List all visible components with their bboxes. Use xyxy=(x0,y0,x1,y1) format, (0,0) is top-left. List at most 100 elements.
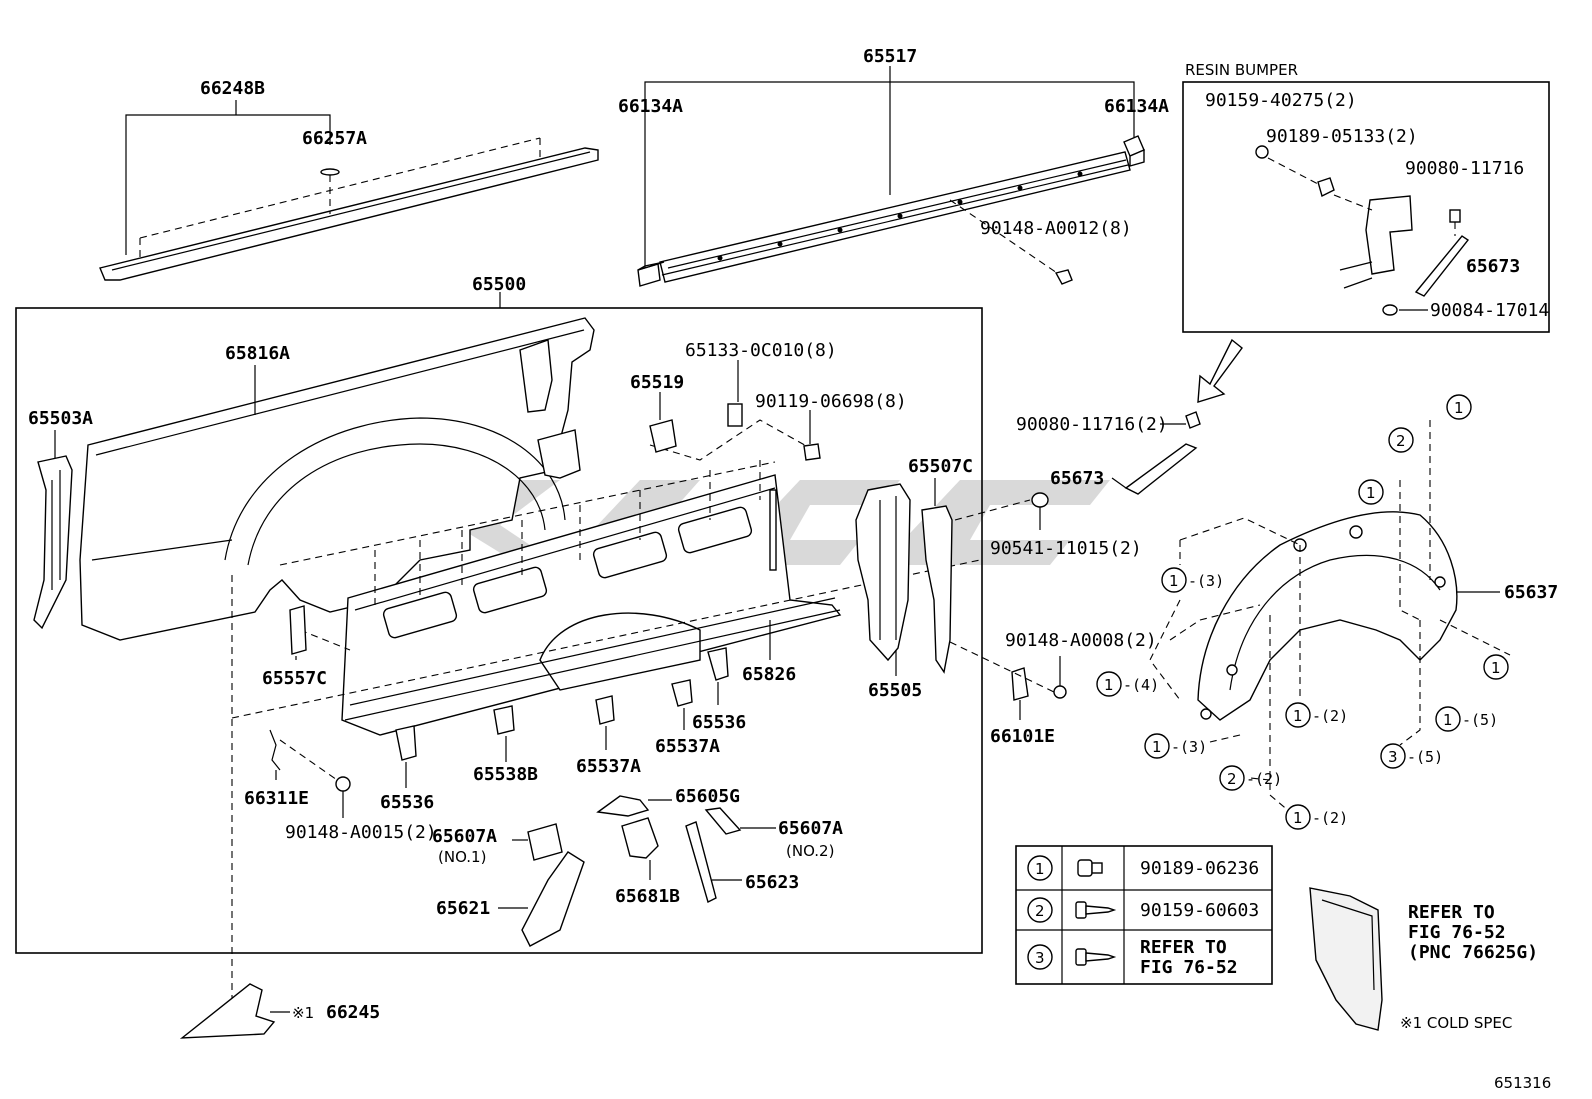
part-66134A-right-cap[interactable] xyxy=(1123,135,1145,167)
leader-66248B xyxy=(125,100,331,255)
label-66134A-right: 66134A xyxy=(1104,96,1169,117)
part-65607A-no2[interactable] xyxy=(704,807,742,835)
label-65133: 65133-0C010(8) xyxy=(685,340,837,361)
svg-text:1: 1 xyxy=(1366,484,1376,502)
label-65621: 65621 xyxy=(436,898,490,919)
part-66248B-rail[interactable] xyxy=(99,137,599,281)
part-65133-nut[interactable] xyxy=(727,403,743,427)
svg-text:2: 2 xyxy=(1396,432,1406,450)
svg-text:1: 1 xyxy=(1454,399,1464,417)
svg-text:-(4): -(4) xyxy=(1123,676,1159,694)
part-65621[interactable] xyxy=(521,851,585,947)
arrow-indicator xyxy=(1197,338,1243,403)
main-assembly-frame xyxy=(15,307,983,954)
label-66311E: 66311E xyxy=(244,788,309,809)
svg-text:1: 1 xyxy=(1443,711,1453,729)
part-90541-nut[interactable] xyxy=(1031,492,1049,508)
part-65673-strap[interactable] xyxy=(1124,443,1198,495)
part-65623[interactable] xyxy=(685,821,717,904)
label-65507C: 65507C xyxy=(908,456,973,477)
refer-note-line2: FIG 76-52 xyxy=(1408,922,1506,943)
label-65605G: 65605G xyxy=(675,786,740,807)
svg-text:1: 1 xyxy=(1169,572,1179,590)
label-90080-11716-2: 90080-11716(2) xyxy=(1016,414,1168,435)
part-65536-left[interactable] xyxy=(395,725,417,761)
part-65537A-mid[interactable] xyxy=(595,695,615,725)
legend-part-2: 90159-60603 xyxy=(1140,900,1259,921)
part-66101E-bracket[interactable] xyxy=(1011,667,1029,701)
svg-text:-(3): -(3) xyxy=(1188,572,1224,590)
svg-text:1: 1 xyxy=(1293,809,1303,827)
label-90148-A0012: 90148-A0012(8) xyxy=(980,218,1132,239)
part-65536-right[interactable] xyxy=(707,647,729,681)
leader-65517 xyxy=(644,66,1135,276)
label-mark1: ※1 xyxy=(292,1004,314,1022)
label-65519: 65519 xyxy=(630,372,684,393)
label-65538B: 65538B xyxy=(473,764,538,785)
label-65500: 65500 xyxy=(472,274,526,295)
screw-icon xyxy=(1075,901,1117,919)
label-66248B: 66248B xyxy=(200,78,265,99)
mud-flap-reference[interactable] xyxy=(1309,887,1383,1031)
label-66101E: 66101E xyxy=(990,726,1055,747)
part-65681B[interactable] xyxy=(621,817,659,859)
legend-num-2: 2 xyxy=(1035,902,1045,920)
svg-text:3: 3 xyxy=(1388,748,1398,766)
label-65673: 65673 xyxy=(1050,468,1104,489)
svg-text:1: 1 xyxy=(1293,707,1303,725)
part-65507C-pillar[interactable] xyxy=(921,505,953,674)
part-65517-rail[interactable] xyxy=(659,151,1131,283)
part-65519-clip[interactable] xyxy=(649,419,677,453)
legend-num-1: 1 xyxy=(1035,860,1045,878)
part-65537A-right[interactable] xyxy=(671,679,693,707)
label-90148-A0015: 90148-A0015(2) xyxy=(285,822,437,843)
part-65538B-bracket[interactable] xyxy=(493,705,515,735)
part-90119-bolt[interactable] xyxy=(803,443,821,461)
part-65637-liner[interactable] xyxy=(1197,511,1458,721)
dashed-guides-main xyxy=(231,419,981,1000)
refer-note-line3: (PNC 76625G) xyxy=(1408,942,1538,963)
figure-number: 651316 xyxy=(1494,1074,1551,1092)
bolt-icon xyxy=(1075,948,1117,966)
label-65537A-right: 65537A xyxy=(655,736,720,757)
resin-bumper-frame xyxy=(1182,81,1550,333)
svg-text:-(2): -(2) xyxy=(1246,770,1282,788)
label-65623: 65623 xyxy=(745,872,799,893)
part-65816A-side-panel[interactable] xyxy=(79,317,595,641)
label-66245: 66245 xyxy=(326,1002,380,1023)
svg-text:1: 1 xyxy=(1152,738,1162,756)
svg-text:2: 2 xyxy=(1227,770,1237,788)
part-90080-11716-bolt[interactable] xyxy=(1185,411,1201,429)
part-65605G[interactable] xyxy=(596,795,650,817)
part-65826-front-panel[interactable] xyxy=(341,474,842,736)
label-no2: (NO.2) xyxy=(786,842,834,860)
label-90148-A0008: 90148-A0008(2) xyxy=(1005,630,1157,651)
part-65607A-no1[interactable] xyxy=(527,823,563,861)
part-65503A-pillar[interactable] xyxy=(33,455,73,630)
svg-text:-(5): -(5) xyxy=(1462,711,1498,729)
label-65607A-no2: 65607A xyxy=(778,818,843,839)
part-90148-A0015-bolt[interactable] xyxy=(335,776,351,792)
svg-text:-(2): -(2) xyxy=(1312,707,1348,725)
label-90080-11716-rb: 90080-11716 xyxy=(1405,158,1524,179)
label-65681B: 65681B xyxy=(615,886,680,907)
part-66245[interactable] xyxy=(179,983,276,1039)
label-90084-17014: 90084-17014 xyxy=(1430,300,1549,321)
part-65557C-bracket[interactable] xyxy=(289,605,307,655)
dashed-guides-liner xyxy=(1149,420,1511,813)
part-66257A-plug[interactable] xyxy=(320,168,340,176)
label-65517: 65517 xyxy=(863,46,917,67)
resin-bumper-parts[interactable] xyxy=(1255,145,1470,316)
label-65537A-mid: 65537A xyxy=(576,756,641,777)
bolt-90148-A0012[interactable] xyxy=(1054,269,1073,285)
svg-text:1: 1 xyxy=(1491,659,1501,677)
clip-icon xyxy=(1077,859,1103,877)
label-no1: (NO.1) xyxy=(438,848,486,866)
label-66134A-left: 66134A xyxy=(618,96,683,117)
part-65505-pillar[interactable] xyxy=(855,483,911,662)
refer-note-line1: REFER TO xyxy=(1408,902,1495,923)
part-90148-A0008-bolt[interactable] xyxy=(1053,685,1067,699)
part-66311E-clip[interactable] xyxy=(269,729,281,771)
part-66134A-left-cap[interactable] xyxy=(637,261,665,287)
label-65816A: 65816A xyxy=(225,343,290,364)
